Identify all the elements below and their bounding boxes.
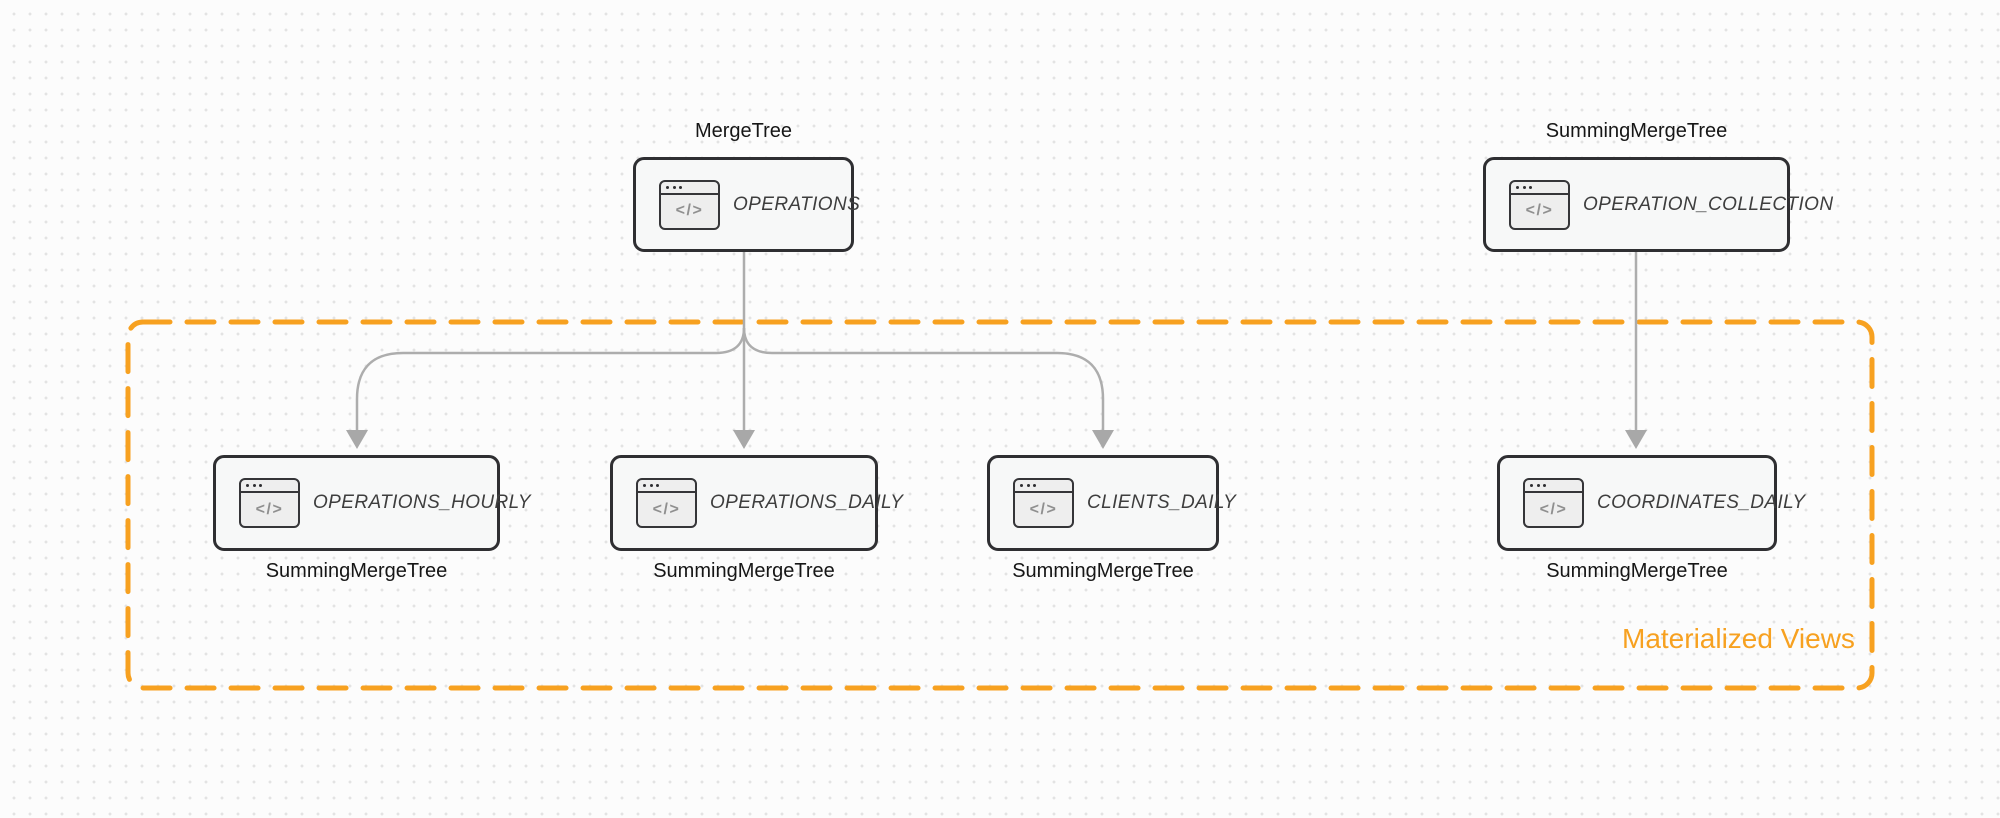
code-glyph: </> [652, 500, 681, 518]
materialized-views-group-frame[interactable] [125, 319, 1875, 691]
code-glyph: </> [1539, 500, 1568, 518]
code-glyph: </> [255, 500, 284, 518]
window-dots [661, 182, 718, 195]
edge-operations-to-operations-hourly [355, 327, 746, 433]
table-name: OPERATIONS_HOURLY [313, 492, 531, 513]
node-clients-daily[interactable]: </> CLIENTS_DAILY [987, 455, 1236, 551]
edge-operations-to-clients-daily [742, 327, 1105, 433]
node-operations[interactable]: </> OPERATIONS [633, 157, 860, 252]
node-coordinates-daily[interactable]: </> COORDINATES_DAILY [1497, 455, 1805, 551]
window-dots [638, 480, 695, 493]
node-operations-daily[interactable]: </> OPERATIONS_DAILY [610, 455, 903, 551]
arrowhead-operations-hourly [346, 430, 368, 449]
arrowhead-operations-daily [733, 430, 755, 449]
window-dots [1511, 182, 1568, 195]
code-window-icon: </> [239, 478, 300, 528]
arrowhead-coordinates-daily [1625, 430, 1647, 449]
engine-label-operations-hourly: SummingMergeTree [265, 560, 448, 582]
window-dots [241, 480, 298, 493]
table-name: OPERATIONS_DAILY [710, 492, 904, 513]
code-window-icon: </> [659, 179, 720, 230]
materialized-views-label: Materialized Views [1622, 623, 1855, 654]
engine-label-operations-daily: SummingMergeTree [653, 560, 835, 582]
code-window-icon: </> [1509, 179, 1570, 230]
engine-label-clients-daily: SummingMergeTree [1012, 560, 1194, 582]
code-window-icon: </> [1523, 478, 1584, 528]
code-glyph: </> [675, 202, 704, 219]
arrowhead-clients-daily [1092, 430, 1114, 449]
table-name: OPERATIONS [733, 193, 861, 215]
code-window-icon: </> [1013, 478, 1074, 528]
node-operations-hourly[interactable]: </> OPERATIONS_HOURLY [213, 455, 531, 551]
table-name: CLIENTS_DAILY [1087, 492, 1237, 513]
engine-label-operations: MergeTree [694, 120, 793, 142]
table-name: OPERATION_COLLECTION [1583, 193, 1834, 215]
code-glyph: </> [1525, 202, 1554, 219]
code-window-icon: </> [636, 478, 697, 528]
engine-label-coordinates-daily: SummingMergeTree [1546, 560, 1728, 582]
window-dots [1015, 480, 1072, 493]
engine-label-operation-collection: SummingMergeTree [1545, 120, 1728, 142]
window-dots [1525, 480, 1582, 493]
table-name: COORDINATES_DAILY [1597, 492, 1806, 513]
code-glyph: </> [1029, 500, 1058, 518]
node-operation-collection[interactable]: </> OPERATION_COLLECTION [1483, 157, 1833, 252]
